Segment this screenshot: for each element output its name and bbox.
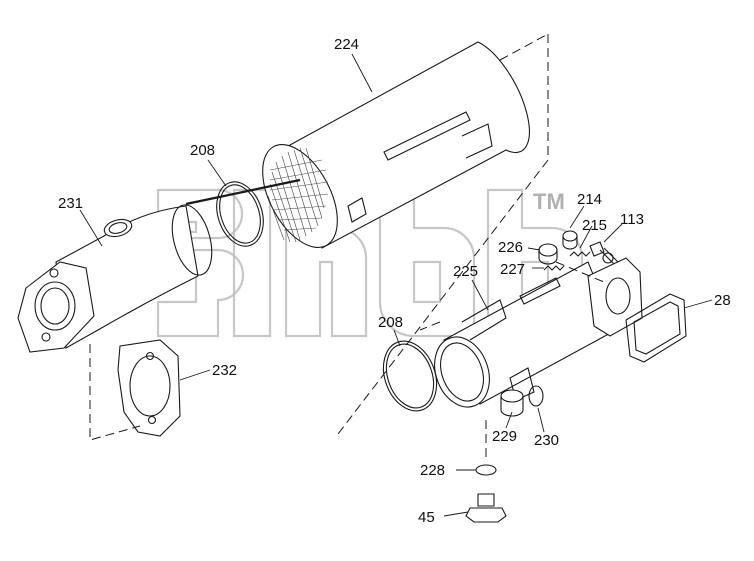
alignment-line-226: [555, 261, 605, 283]
part-231-elbow-housing: [17, 204, 213, 353]
part-230-washer: [528, 385, 544, 407]
part-208-oring-top: [216, 181, 264, 247]
callout-215: 215: [582, 217, 607, 234]
part-214-fitting: [562, 230, 578, 250]
part-28-cover-plate: [625, 293, 687, 363]
alignment-line-231: [89, 344, 141, 441]
callout-113: 113: [620, 211, 644, 228]
callout-228: 228: [420, 462, 445, 479]
callout-225: 225: [453, 263, 478, 280]
alignment-line-224-right: [337, 34, 549, 435]
callout-227: 227: [500, 261, 525, 278]
part-232-gasket: [117, 339, 181, 437]
callout-208-bottom: 208: [378, 314, 403, 331]
part-226-fitting: [538, 243, 558, 265]
callout-232: 232: [212, 362, 237, 379]
callout-45: 45: [418, 509, 435, 526]
part-225-tube: [434, 252, 643, 408]
part-113-bolt: [589, 241, 619, 265]
callout-224: 224: [334, 36, 359, 53]
part-208-oring-top-inner: [219, 184, 261, 244]
callout-28: 28: [714, 292, 731, 309]
part-45-drain-plug: [465, 493, 507, 523]
callout-226: 226: [498, 239, 523, 256]
watermark-trademark: TM: [533, 189, 565, 214]
part-208-oring-bottom-inner: [385, 343, 435, 409]
pipe-rod: [185, 178, 301, 206]
alignment-line-225: [419, 321, 441, 331]
part-208-oring-bottom: [382, 340, 438, 412]
alignment-line-224-top: [499, 33, 549, 61]
callout-231: 231: [58, 195, 83, 212]
leader-lines: [79, 53, 713, 517]
callout-214: 214: [577, 191, 602, 208]
part-228-washer: [475, 464, 497, 476]
callout-229: 229: [492, 428, 517, 445]
part-229-plug: [500, 389, 524, 417]
part-227-spring: [543, 265, 565, 271]
callout-230: 230: [534, 432, 559, 449]
part-224-cylinder: [262, 41, 530, 249]
callout-208-top: 208: [190, 142, 215, 159]
part-215-spring: [569, 251, 591, 257]
